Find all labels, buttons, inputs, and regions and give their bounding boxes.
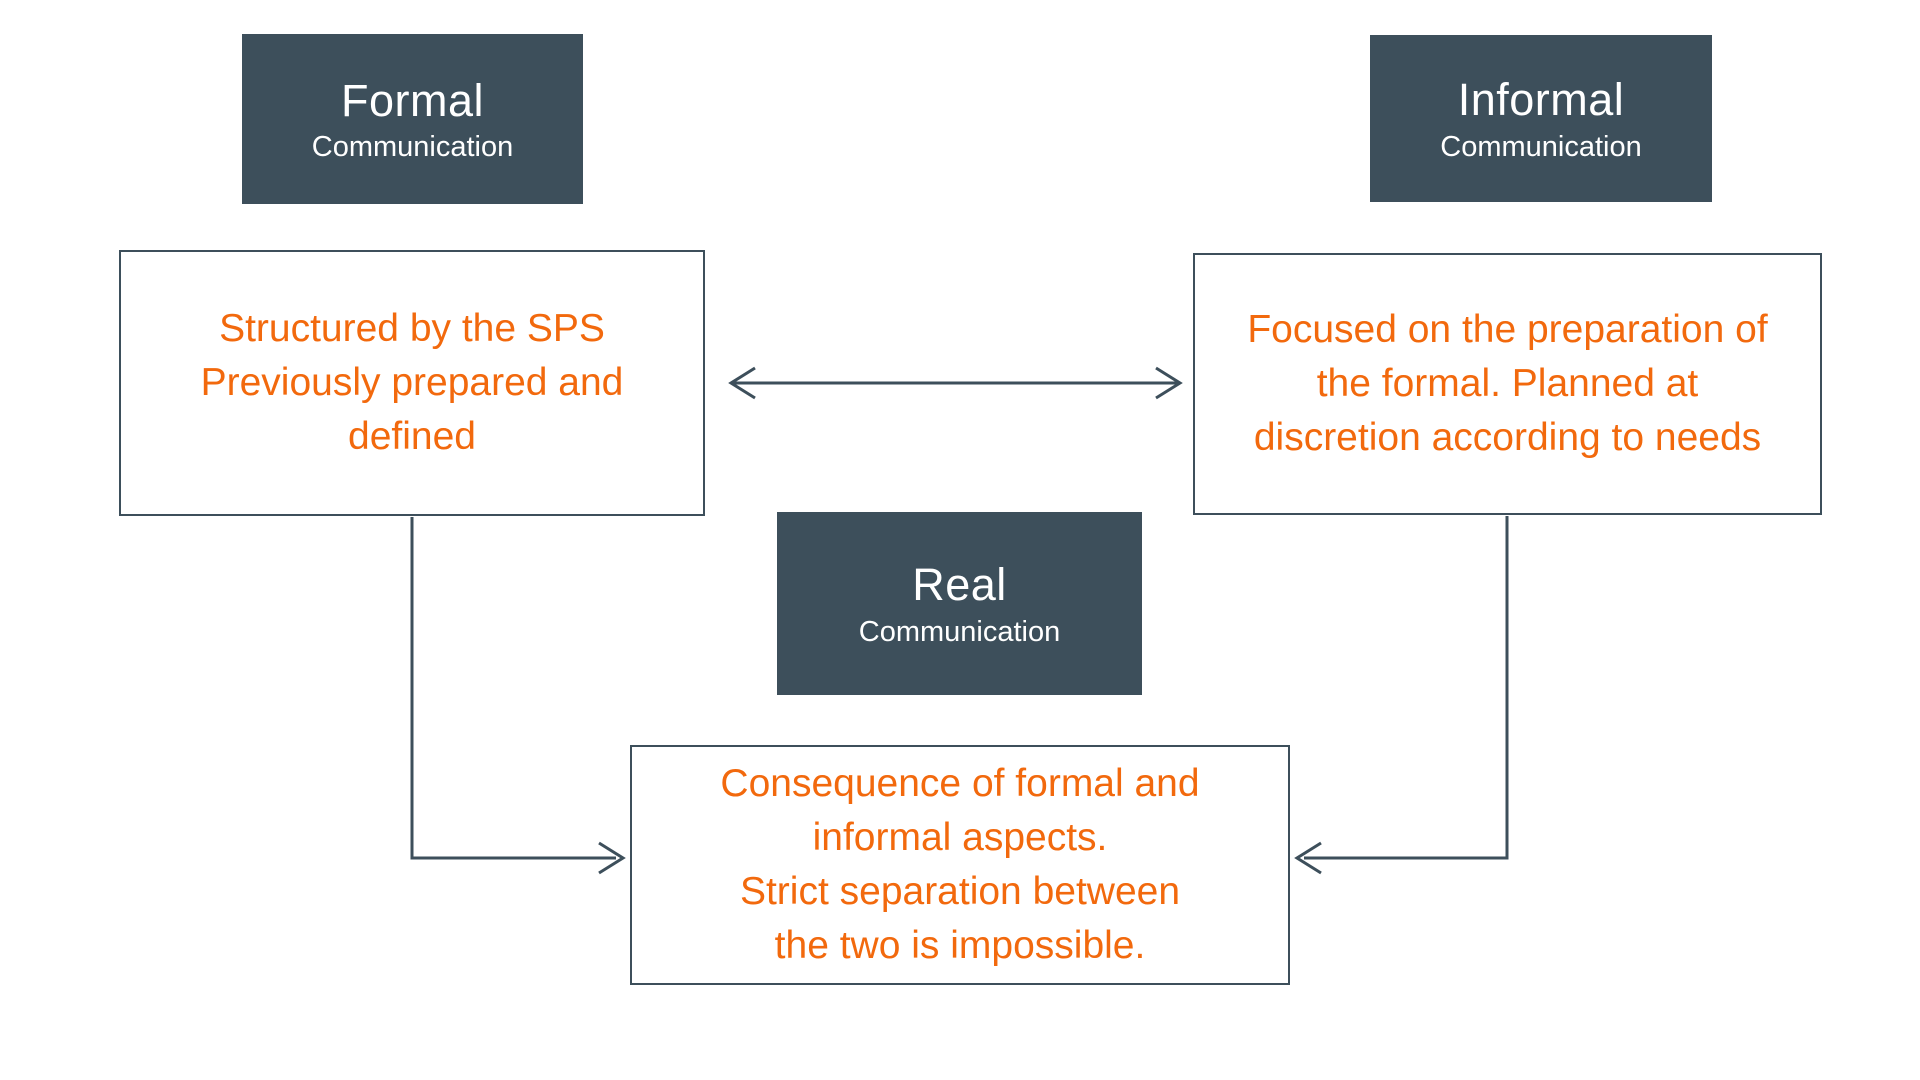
formal-detail-line: defined — [348, 415, 476, 458]
double-arrow-left-head-icon — [728, 366, 756, 400]
formal-subtitle: Communication — [311, 131, 514, 163]
formal-to-real-arrow-head-icon — [598, 841, 626, 875]
real-detail-line: informal aspects. — [812, 816, 1108, 859]
formal-detail-line: Previously prepared and — [200, 361, 624, 404]
informal-detail-line: discretion according to needs — [1253, 416, 1762, 459]
informal-subtitle: Communication — [1440, 130, 1642, 163]
double-arrow-right-head-icon — [1155, 366, 1183, 400]
real-subtitle: Communication — [858, 615, 1061, 648]
informal-title: Informal — [1457, 74, 1625, 126]
real-detail-line: Consequence of formal and — [720, 762, 1200, 805]
formal-title: Formal — [340, 74, 484, 126]
informal-to-real-elbow-line — [1304, 516, 1509, 860]
real-communication-node: Real Communication — [777, 512, 1142, 695]
formal-to-real-elbow-line — [410, 517, 616, 860]
real-title: Real — [912, 559, 1007, 611]
informal-detail-line: Focused on the preparation of — [1247, 308, 1768, 351]
real-detail-line: the two is impossible. — [774, 924, 1146, 967]
formal-detail-line: Structured by the SPS — [219, 307, 605, 350]
real-detail-line: Strict separation between — [739, 870, 1181, 913]
real-detail-node: Consequence of formal and informal aspec… — [630, 745, 1290, 985]
formal-communication-node: Formal Communication — [242, 34, 583, 204]
formal-detail-node: Structured by the SPS Previously prepare… — [119, 250, 705, 516]
informal-detail-node: Focused on the preparation of the formal… — [1193, 253, 1822, 515]
informal-to-real-arrow-head-icon — [1294, 841, 1322, 875]
informal-detail-line: the formal. Planned at — [1316, 362, 1699, 405]
informal-communication-node: Informal Communication — [1370, 35, 1712, 202]
